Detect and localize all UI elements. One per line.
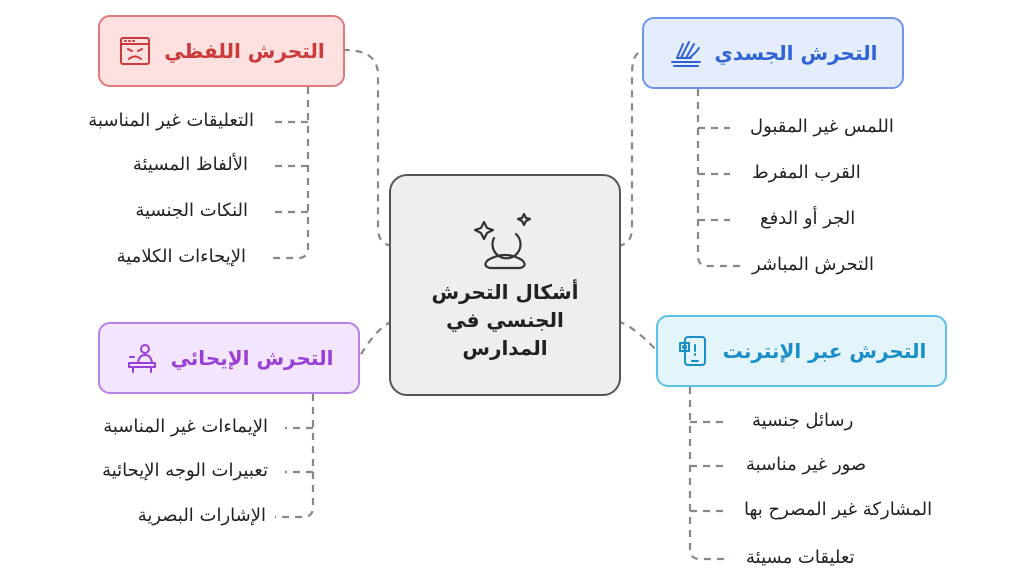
phone-alert-icon (678, 336, 706, 366)
link-center-verbal (344, 48, 405, 248)
leaf-online-4: تعليقات مسيئة (746, 547, 855, 568)
leaf-verbal-1: التعليقات غير المناسبة (88, 110, 254, 131)
leaf-suggestive-2: تعبيرات الوجه الإيحائية (102, 460, 268, 481)
topic-suggestive-label: التحرش الإيحائي (170, 346, 334, 370)
link-online-trunk (688, 387, 730, 561)
leaf-online-3: المشاركة غير المصرح بها (744, 499, 933, 520)
leaf-physical-4: التحرش المباشر (752, 254, 874, 275)
topic-online-label: التحرش عبر الإنترنت (722, 339, 927, 363)
person-desk-icon (127, 344, 156, 373)
topic-online-harassment: التحرش عبر الإنترنت (656, 315, 947, 387)
link-verbal-trunk (270, 87, 310, 260)
leaf-verbal-3: النكات الجنسية (135, 200, 248, 221)
leaf-suggestive-3: الإشارات البصرية (137, 505, 266, 526)
topic-physical-harassment: التحرش الجسدي (642, 17, 904, 89)
topic-verbal-harassment: التحرش اللفظي (98, 15, 345, 87)
link-center-suggestive (359, 318, 405, 357)
leaf-online-2: صور غير مناسبة (746, 454, 867, 475)
meditation-sparkle-icon (473, 212, 532, 270)
link-center-physical (605, 50, 643, 248)
topic-suggestive-harassment: التحرش الإيحائي (98, 322, 360, 394)
topic-verbal-label: التحرش اللفظي (164, 39, 325, 63)
topic-physical-label: التحرش الجسدي (714, 41, 878, 65)
central-topic-title: أشكال التحرش الجنسي في المدارس (431, 280, 579, 360)
link-center-online (605, 318, 657, 351)
leaf-physical-3: الجر أو الدفع (760, 208, 856, 229)
hand-touch-icon (670, 41, 701, 67)
leaf-suggestive-1: الإيماءات غير المناسبة (103, 416, 268, 437)
central-topic: أشكال التحرش الجنسي في المدارس (389, 174, 621, 396)
leaf-physical-1: اللمس غير المقبول (750, 116, 894, 137)
leaf-verbal-4: الإيحاءات الكلامية (116, 246, 246, 267)
leaf-physical-2: القرب المفرط (752, 162, 861, 183)
leaf-online-1: رسائل جنسية (752, 410, 854, 431)
link-suggestive-trunk (275, 394, 315, 519)
link-physical-trunk (696, 89, 740, 268)
leaf-verbal-2: الألفاظ المسيئة (132, 154, 248, 175)
angry-face-window-icon (120, 37, 151, 65)
